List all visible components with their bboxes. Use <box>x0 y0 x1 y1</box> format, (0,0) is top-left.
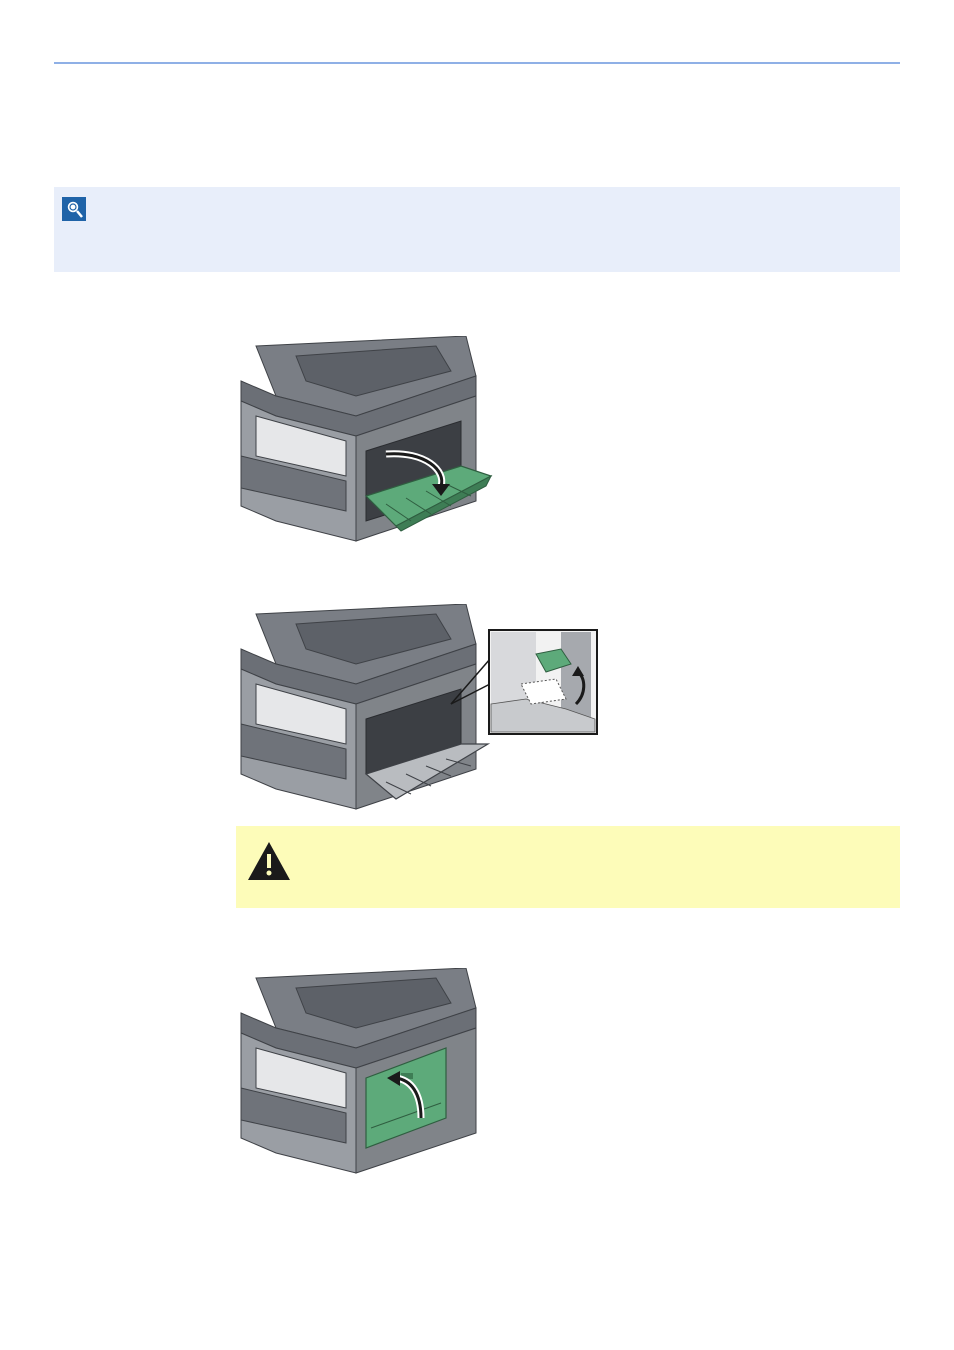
warning-triangle-icon <box>246 840 292 882</box>
rear-cover-close-figure <box>236 968 496 1178</box>
note-magnifier-icon <box>62 197 86 221</box>
header-rule <box>54 62 900 64</box>
note-box <box>54 187 900 272</box>
caution-box <box>236 826 900 908</box>
fuser-lever-figure <box>236 604 606 814</box>
rear-cover-open-figure <box>236 336 496 546</box>
